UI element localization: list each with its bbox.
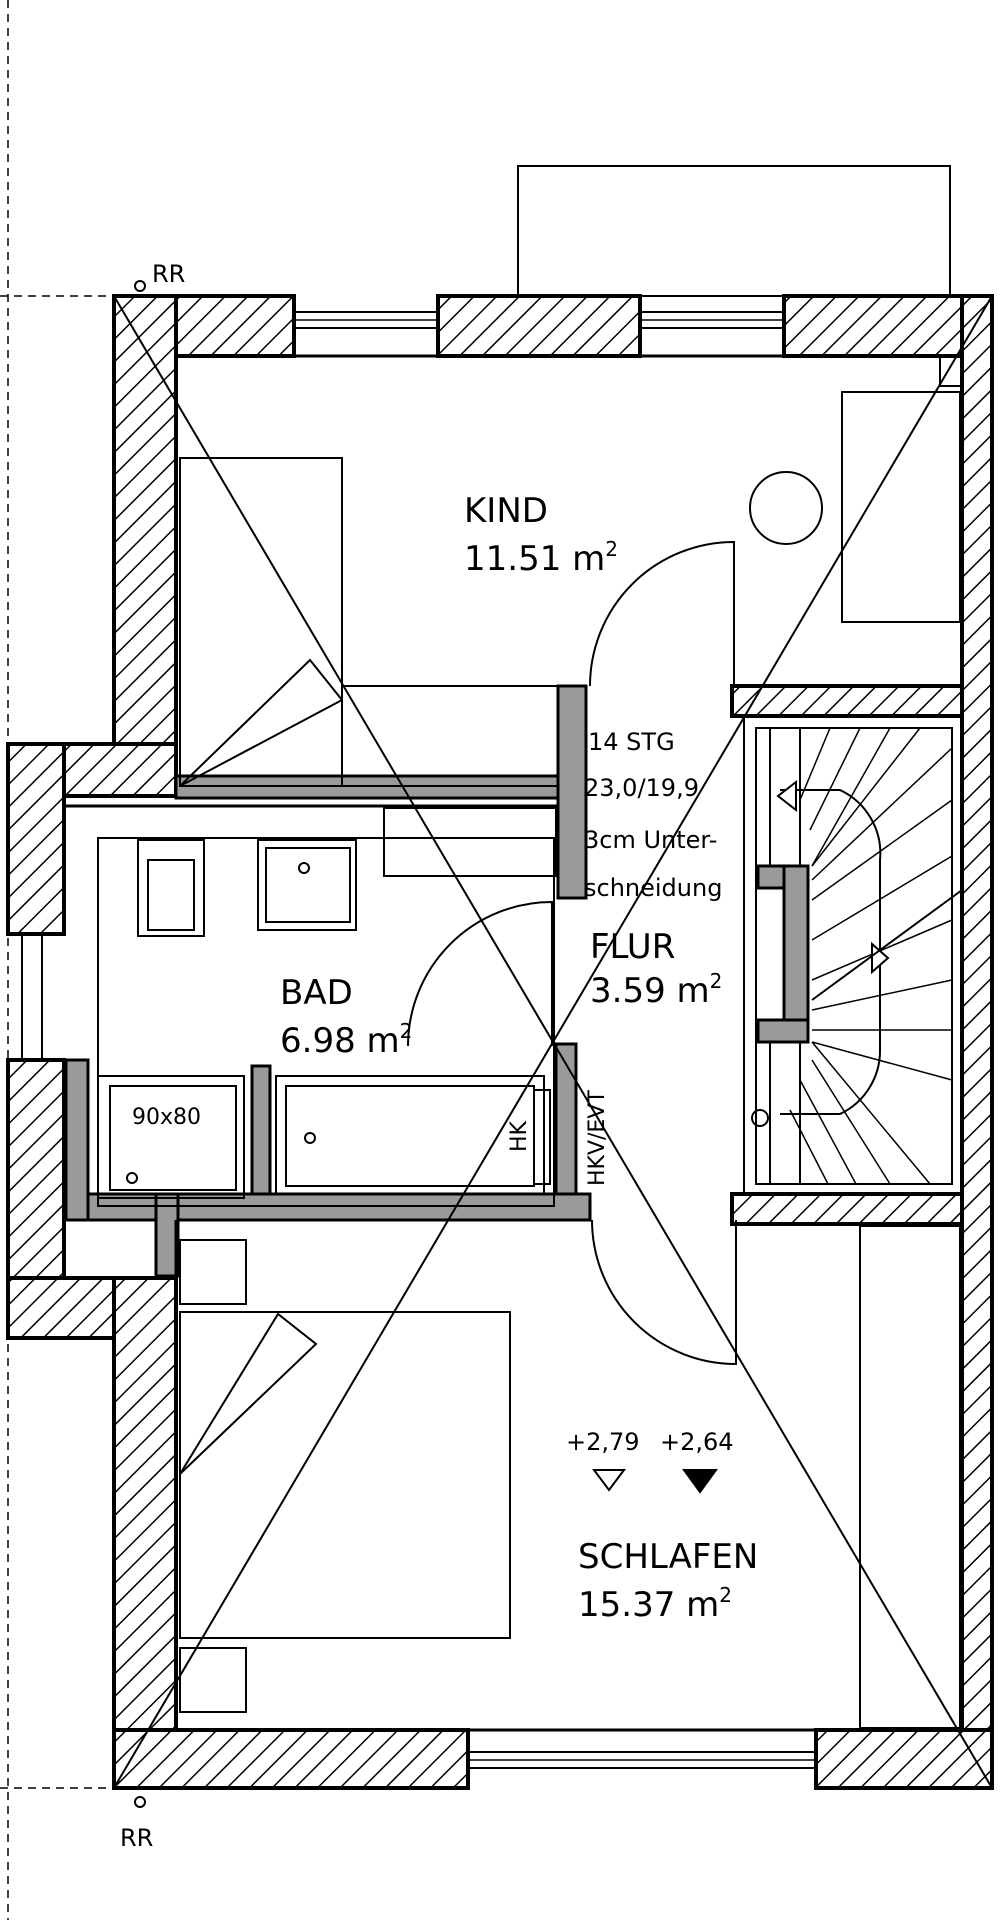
bath-furniture (97, 807, 557, 1207)
hk-label: HK (507, 1120, 532, 1152)
hkv-evt-label: HKV/EVT (585, 1090, 610, 1186)
room-outlines (62, 354, 962, 1732)
flur-room-name: FLUR (590, 927, 675, 967)
kind-furniture (179, 355, 963, 787)
kind-room-area: 11.51 m2 (464, 537, 618, 579)
flur-room-area: 3.59 m2 (590, 969, 722, 1011)
stair-note-2: schneidung (584, 874, 722, 902)
level-right-value: +2,64 (660, 1428, 734, 1456)
staircase (743, 715, 963, 1195)
bad-room-name: BAD (280, 973, 353, 1013)
level-filled-triangle-icon (682, 1469, 718, 1494)
rr-bottom-label: RR (120, 1824, 153, 1852)
rr-marker-bottom: RR (120, 1796, 153, 1852)
kind-room-name: KIND (464, 491, 548, 531)
doors (407, 540, 737, 1366)
stair-note-1: 3cm Unter- (584, 826, 717, 854)
cross-lines (113, 295, 993, 1789)
bad-room-area: 6.98 m2 (280, 1019, 412, 1061)
level-open-triangle-icon (592, 1469, 626, 1492)
shower-size-label: 90x80 (132, 1105, 201, 1130)
windows (21, 311, 817, 1769)
balcony-outline (517, 165, 951, 297)
level-markers: +2,79 +2,64 (566, 1428, 734, 1494)
level-left-value: +2,79 (566, 1428, 640, 1456)
schlafen-room-area: 15.37 m2 (578, 1583, 732, 1625)
rr-marker-top: RR (134, 260, 185, 292)
rr-top-label: RR (152, 260, 185, 288)
schlafen-room-name: SCHLAFEN (578, 1537, 758, 1577)
stair-dimensions: 23,0/19,9 (584, 774, 699, 802)
stair-steps: 14 STG (588, 728, 675, 756)
schlafen-furniture (179, 1225, 961, 1729)
reference-lines (0, 0, 112, 1920)
